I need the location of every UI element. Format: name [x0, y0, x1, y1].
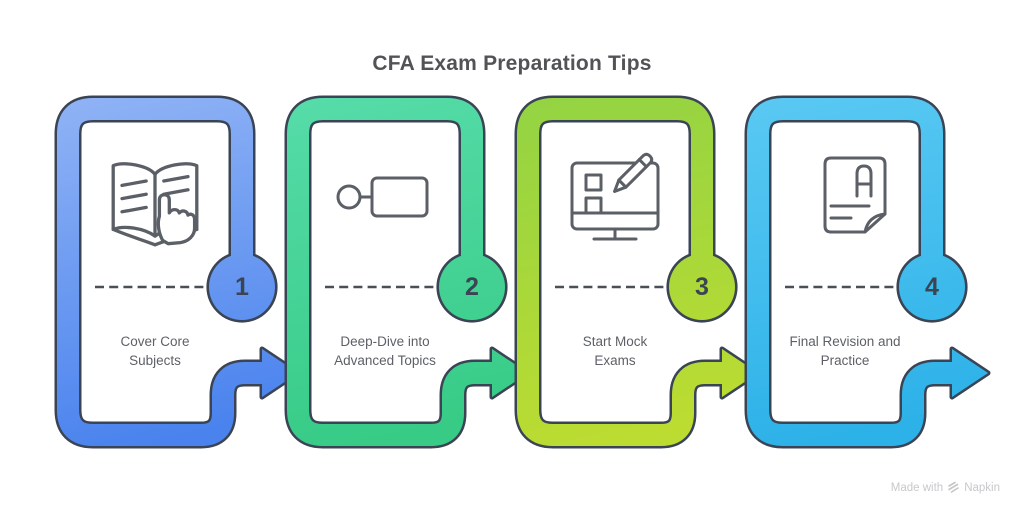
- step-1-number: 1: [235, 273, 249, 301]
- open-book-icon: [111, 162, 199, 247]
- step-1-label: Cover Core Subjects: [120, 334, 190, 368]
- watermark-brand: Napkin: [964, 481, 1000, 494]
- arrow-4-icon: [952, 349, 988, 397]
- step-card-3: [514, 95, 761, 449]
- step-2-circle: [439, 254, 505, 320]
- step-card-2: [284, 95, 531, 449]
- step-card-1: [54, 95, 301, 449]
- step-3-number: 3: [695, 273, 709, 301]
- document-icon: [823, 156, 887, 234]
- exam-screen-icon: [570, 152, 660, 241]
- step-3-label: Start Mock Exams: [582, 334, 648, 368]
- key-topic-icon: [336, 176, 429, 218]
- card-4-frame: [747, 98, 952, 446]
- step-1-circle: [209, 254, 275, 320]
- step-4-number: 4: [925, 273, 939, 301]
- card-1-frame: [57, 98, 262, 446]
- watermark-prefix: Made with: [890, 481, 944, 494]
- step-4-label: Final Revision and Practice: [789, 334, 901, 368]
- arrow-1-icon: [262, 349, 298, 397]
- step-4-circle: [899, 254, 965, 320]
- page-title: CFA Exam Preparation Tips: [372, 52, 652, 75]
- step-3-circle: [669, 254, 735, 320]
- arrow-2-icon: [492, 349, 528, 397]
- step-2-label: Deep-Dive into Advanced Topics: [334, 334, 436, 368]
- pointing-hand-icon: [156, 193, 197, 246]
- pencil-icon: [613, 152, 654, 193]
- step-card-4: [744, 95, 991, 449]
- napkin-logo-icon: [948, 481, 959, 493]
- card-2-frame: [287, 98, 492, 446]
- watermark: Made with Napkin: [891, 481, 1000, 494]
- card-3-frame: [517, 98, 722, 446]
- arrow-3-icon: [722, 349, 758, 397]
- step-2-number: 2: [465, 273, 479, 301]
